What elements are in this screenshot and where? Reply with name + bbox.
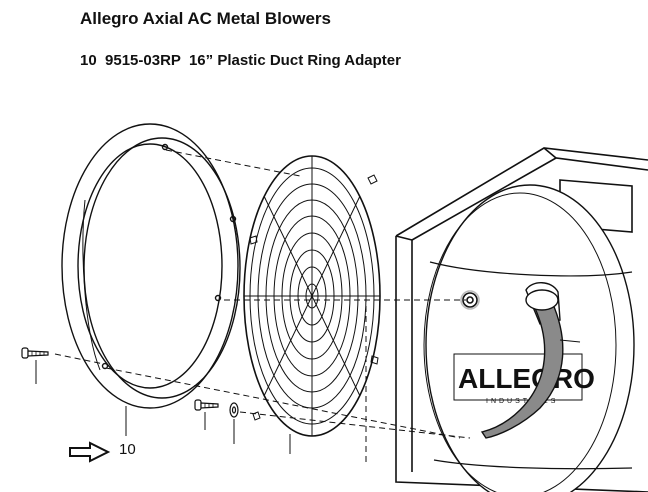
blower-housing xyxy=(395,147,648,492)
logo-subtext: INDUSTRIES xyxy=(486,398,558,405)
assembly-lines xyxy=(35,149,471,466)
ring-hole xyxy=(161,143,169,151)
ring-screw xyxy=(21,347,49,359)
fan-guard xyxy=(243,155,381,437)
page-title: Allegro Axial AC Metal Blowers xyxy=(80,9,331,28)
callout-number: 10 xyxy=(119,441,136,458)
guard-screw xyxy=(194,399,219,411)
ring-hole xyxy=(101,362,109,370)
duct-ring-adapter xyxy=(61,123,241,409)
allegro-logo-plate: ALLEGRO INDUSTRIES xyxy=(453,353,595,405)
ring-hole xyxy=(214,294,222,302)
pointer-arrow-icon xyxy=(69,441,111,463)
carrying-handle xyxy=(480,282,581,439)
ring-hole xyxy=(229,215,237,223)
logo-text: ALLEGRO xyxy=(458,363,595,394)
washer xyxy=(229,402,239,418)
part-description: 10 9515-03RP 16” Plastic Duct Ring Adapt… xyxy=(80,52,401,69)
